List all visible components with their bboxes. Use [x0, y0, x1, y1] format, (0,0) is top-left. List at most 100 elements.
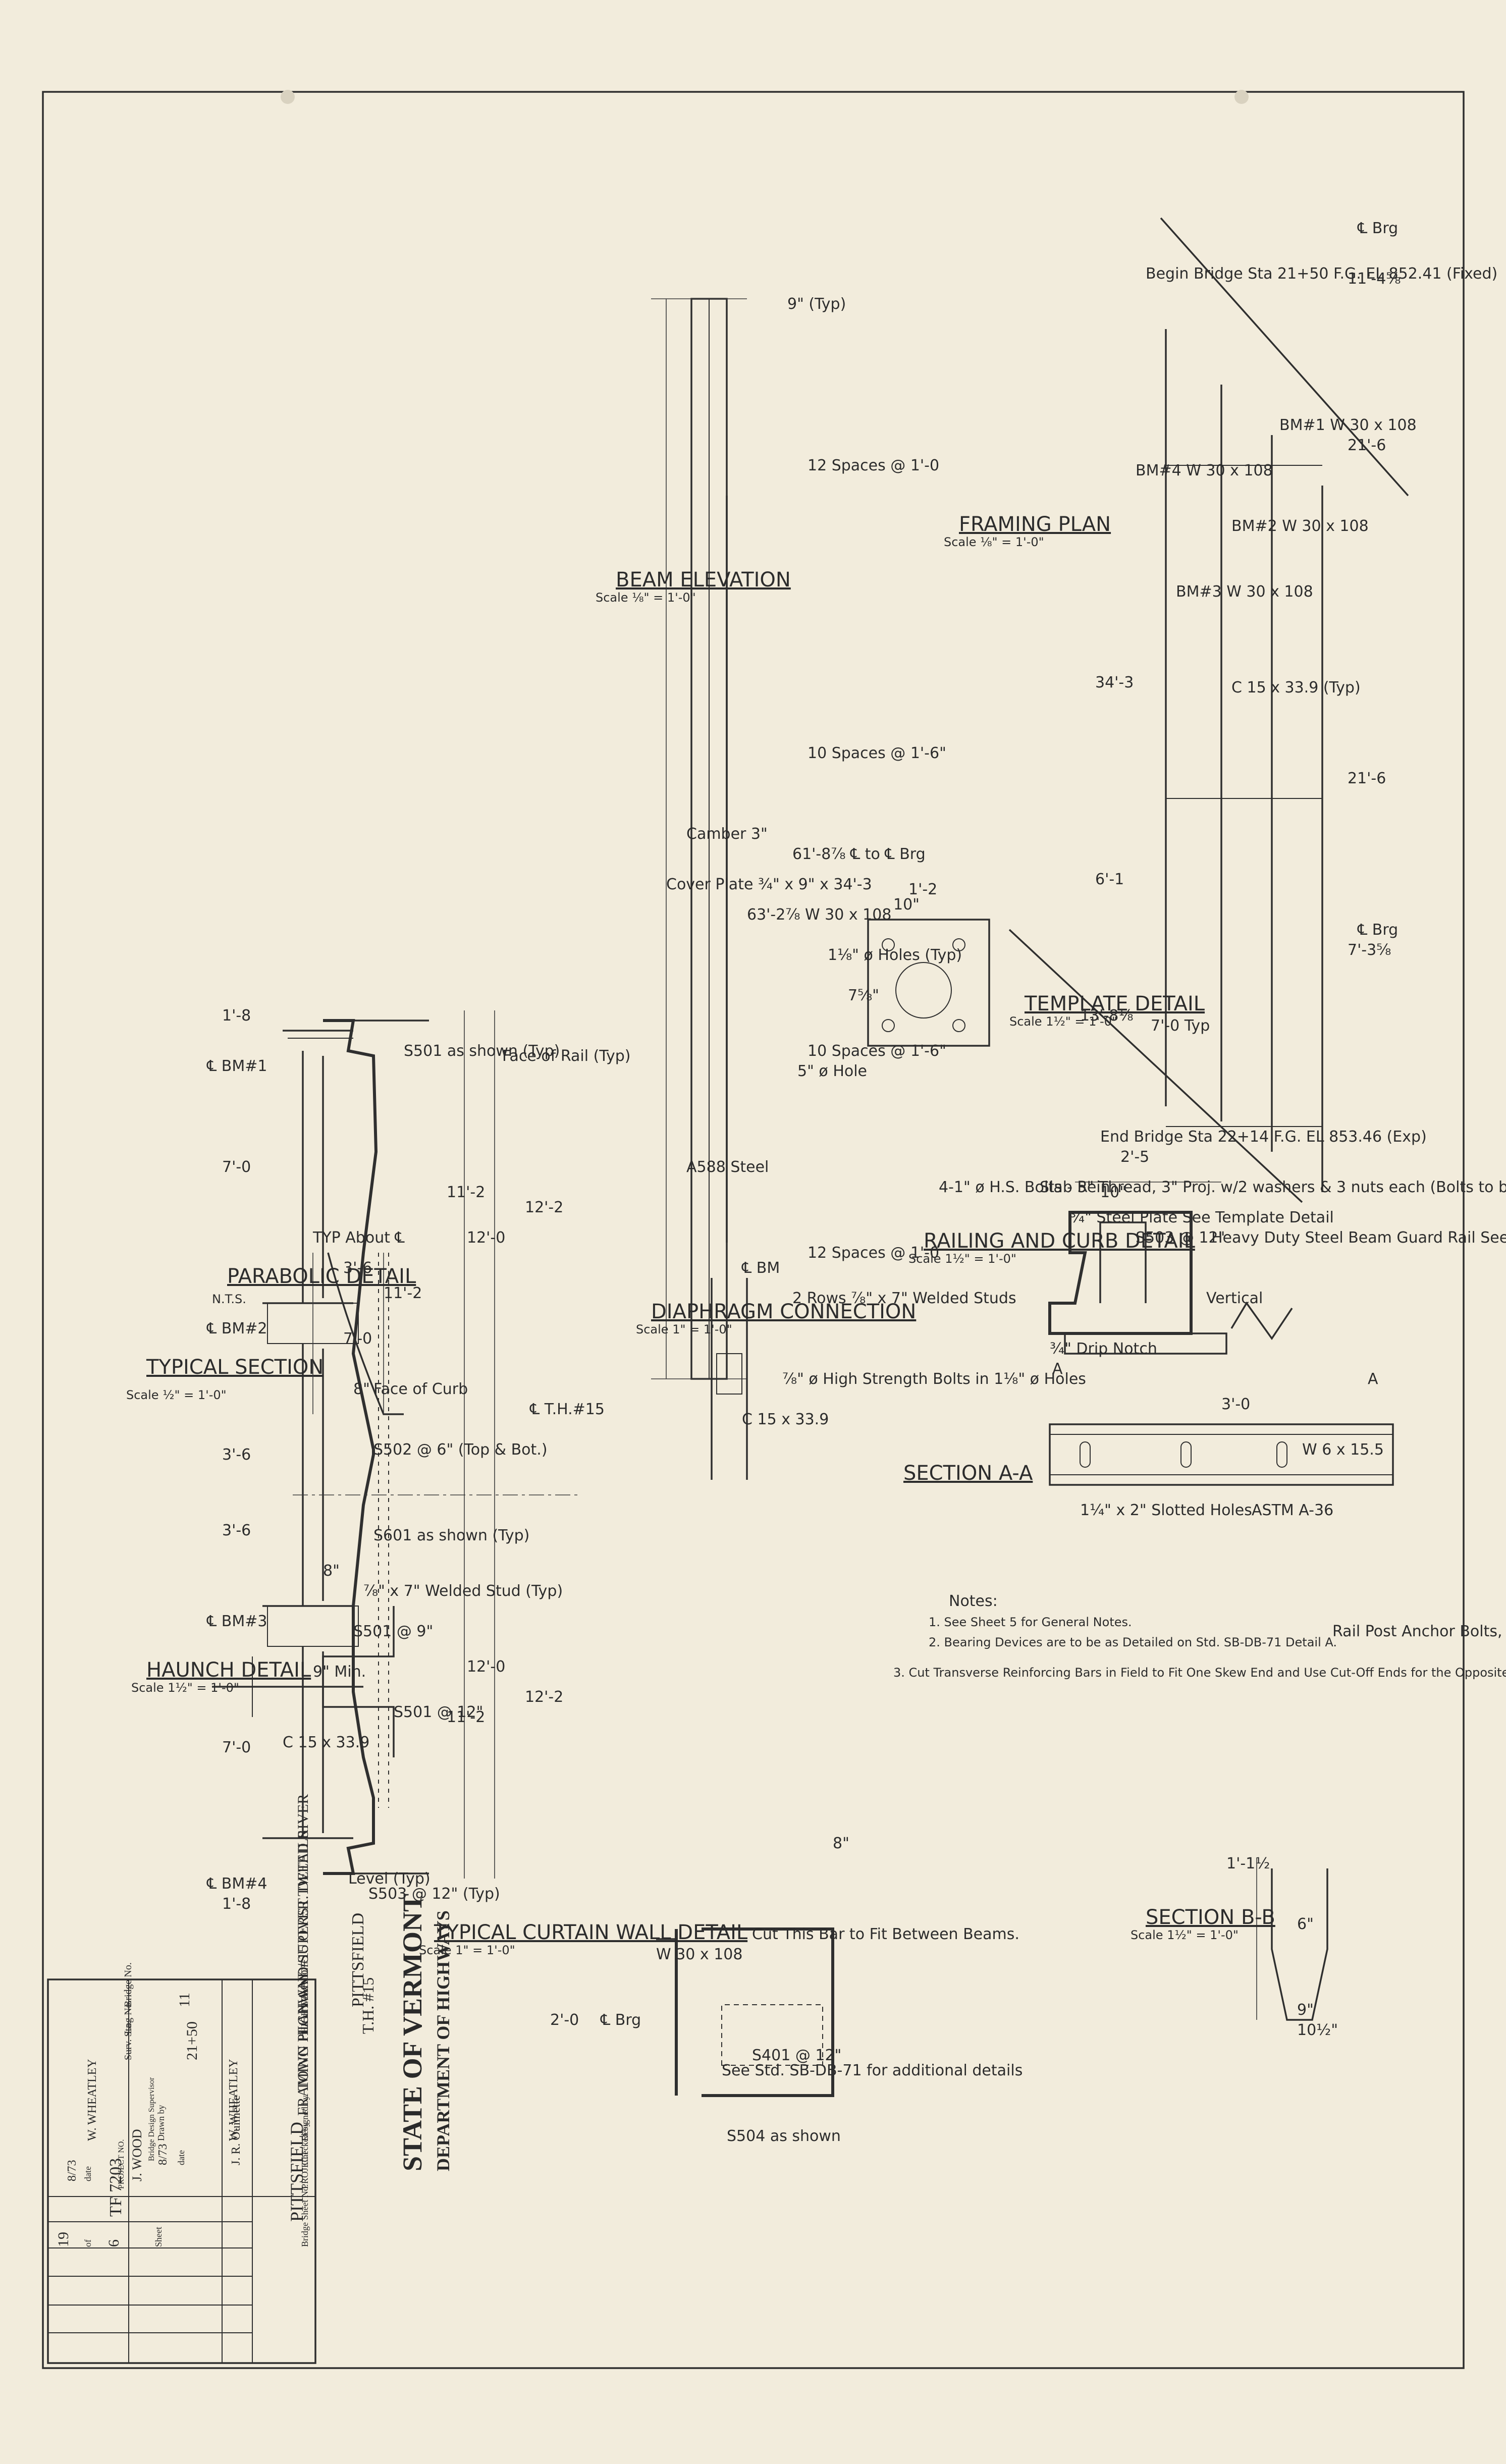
haunch-scale: Scale 1½" = 1'-0": [131, 1681, 239, 1695]
haunch-9min-label: 9" Min.: [313, 1663, 366, 1681]
sheet-border: [42, 91, 1465, 2369]
haunch-outline: [322, 1606, 395, 1757]
fp-dim-13-8: 13'-8⅛: [1080, 1007, 1133, 1025]
typical-section-title: TYPICAL SECTION: [146, 1356, 324, 1379]
fp-dim-7-3: 7'-3⅝: [1348, 941, 1391, 959]
dia-c15-label: C 15 x 33.9: [742, 1411, 829, 1428]
face-of-rail-label: Face of Rail (Typ): [502, 1047, 630, 1065]
end-bridge-label: End Bridge Sta 22+14 F.G. EL 853.46 (Exp…: [1100, 1128, 1427, 1146]
survey-sta-value: 21+50: [184, 2021, 200, 2060]
cw-see-label: See Std. SB-DB-71 for additional details: [722, 2062, 1023, 2079]
dim-12-2-b: 12'-2: [525, 1688, 563, 1706]
state-title: STATE OF VERMONT: [397, 1894, 427, 2171]
dim-7-0-b: 7'-0: [222, 1739, 251, 1756]
description-line-1: TOWN HIGHWAY #15 OVER TWEED RIVER: [295, 1794, 311, 2091]
section-mark-a-2: A: [1052, 1360, 1063, 1378]
dim-1-8-b: 1'-8: [222, 1895, 251, 1913]
rail-dim-10: 10": [1100, 1184, 1126, 1201]
note-3: 3. Cut Transverse Reinforcing Bars in Fi…: [893, 1666, 1506, 1680]
typical-section-view: Face of Rail (Typ) S501 as shown (Typ) S…: [126, 1007, 630, 1913]
guard-rail-section: [1230, 1301, 1293, 1341]
engineer-date-label: date: [83, 2166, 93, 2181]
sec-aa-a36-label: ASTM A-36: [1252, 1502, 1333, 1519]
template-detail-scale: Scale 1½" = 1'-0": [1009, 1014, 1117, 1029]
sheet-label: Sheet: [153, 2227, 164, 2247]
fp-c15-label: C 15 x 33.9 (Typ): [1231, 679, 1361, 697]
bm3-mark: ℄ BM#3: [206, 1613, 267, 1630]
curtain-wall-title: TYPICAL CURTAIN WALL DETAIL: [434, 1921, 748, 1944]
beam-spacing-4: 12 Spaces @ 1'-0: [808, 1244, 939, 1262]
fp-dim-21-6-a: 21'-6: [1348, 437, 1386, 454]
s502-label: S502 @ 6" (Top & Bot.): [373, 1441, 548, 1459]
framing-plan-title: FRAMING PLAN: [959, 513, 1111, 536]
dim-11-2-a: 11'-2: [447, 1184, 485, 1201]
haunch-stud-label: ⅞" x 7" Welded Stud (Typ): [363, 1582, 563, 1600]
beam-overall-label: 63'-2⅞ W 30 x 108: [747, 906, 891, 924]
dim-11-2-b: 11'-2: [447, 1708, 485, 1726]
framing-plan-view: Begin Bridge Sta 21+50 F.G. EL 852.41 (F…: [944, 217, 1497, 1203]
railing-detail-title: RAILING AND CURB DETAIL: [924, 1229, 1196, 1253]
dim-1-8-a: 1'-8: [222, 1007, 251, 1025]
sbb-dim-6: 6": [1297, 1915, 1314, 1933]
curtain-wall-outline: [675, 1927, 834, 2097]
beam-spacing-1: 12 Spaces @ 1'-0: [808, 457, 939, 474]
par-dim-7-0: 7'-0: [343, 1330, 372, 1348]
cw-s504-label: S504 as shown: [727, 2127, 841, 2145]
rail-dim-2-5: 2'-5: [1120, 1148, 1149, 1166]
highway-value: T.H. #15: [359, 1977, 377, 2034]
bridge-engineer-label: Bridge Design Supervisor: [147, 2077, 156, 2161]
of-label: of: [83, 2239, 93, 2247]
parabolic-curve: [327, 1252, 404, 1415]
fp-brg-begin: ℄ Brg: [1357, 220, 1398, 237]
rail-steel-label: Heavy Duty Steel Beam Guard Rail See Std…: [1211, 1229, 1506, 1247]
checked-by: J. R. Ouimette: [230, 2095, 243, 2165]
notes-title: Notes:: [949, 1592, 998, 1610]
cw-s401-label: S401 @ 12": [752, 2047, 841, 2064]
sec-aa-w6-label: W 6 x 15.5: [1302, 1441, 1384, 1459]
bm2-mark: ℄ BM#2: [206, 1320, 267, 1337]
fp-dim-6-1: 6'-1: [1095, 871, 1124, 888]
section-bb-outline: [1271, 1868, 1328, 2021]
bridge-sheet-label: Bridge Sheet No.: [300, 2184, 310, 2247]
section-mark-a-1: A: [1368, 1370, 1378, 1388]
parabolic-detail-view: 11'-2 TYP About ℄ Face of Curb 8" 7'-0 3…: [212, 1229, 468, 1415]
rail-bolts-label: 4-1" ø H.S. Bolts - 5" Thread, 3" Proj. …: [939, 1179, 1506, 1196]
dim-12-2-a: 12'-2: [525, 1199, 563, 1216]
template-plate: [867, 919, 990, 1047]
engineer-date: 8/73: [66, 2160, 79, 2181]
par-top-label: TYP About ℄: [312, 1229, 405, 1247]
begin-bridge-label: Begin Bridge Sta 21+50 F.G. EL 852.41 (F…: [1146, 265, 1497, 283]
tpl-holes-label: 1⅛" ø Holes (Typ): [828, 946, 962, 964]
project-label: PROJECT: [300, 2151, 310, 2189]
railing-curb-detail-view: 2'-5 10" Heavy Duty Steel Beam Guard Rai…: [908, 1148, 1506, 1388]
beam-top-label: 9" (Typ): [787, 295, 846, 313]
fp-dim-21-6-b: 21'-6: [1348, 770, 1386, 787]
department-title: DEPARTMENT OF HIGHWAYS: [433, 1910, 453, 2171]
level-label: Level (Typ): [348, 1870, 431, 1888]
template-center-hole: [895, 962, 952, 1019]
cw-dim-2-0: 2'-0: [550, 2011, 579, 2029]
haunch-dim-8: 8": [323, 1562, 340, 1580]
railing-post: [1064, 1332, 1227, 1355]
survey-sta-label: Surv. Sta.: [123, 2021, 134, 2060]
s501-label: S501 as shown (Typ): [404, 1042, 560, 1060]
drawn-label: Drawn by: [156, 2105, 166, 2141]
rail-s503-label: S503 @ 12": [1136, 1229, 1225, 1247]
parabolic-title: PARABOLIC DETAIL: [227, 1265, 416, 1288]
haunch-title: HAUNCH DETAIL: [146, 1658, 311, 1682]
notes-block: Rail Post Anchor Bolts, Nuts & Washers S…: [893, 1592, 1506, 1680]
dim-12-0-a: 12'-0: [467, 1229, 505, 1247]
designed-by: W. WHEATLEY: [227, 2059, 240, 2141]
typical-section-scale: Scale ½" = 1'-0": [126, 1388, 227, 1402]
rail-slab-label: Slab Rein.: [1040, 1179, 1115, 1196]
fp-dim-11-4: 11'-4⅝: [1348, 270, 1401, 288]
diaphragm-title: DIAPHRAGM CONNECTION: [651, 1300, 916, 1323]
par-dim-11-2: 11'-2: [384, 1284, 422, 1302]
cover-plate-label: Cover Plate ¾" x 9" x 34'-3: [666, 876, 872, 893]
fp-bm1-label: BM#1 W 30 x 108: [1279, 416, 1417, 434]
parabolic-scale: N.T.S.: [212, 1292, 246, 1306]
cw-w30-label: W 30 x 108: [656, 1946, 742, 1963]
camber-label: Camber 3": [686, 825, 768, 843]
